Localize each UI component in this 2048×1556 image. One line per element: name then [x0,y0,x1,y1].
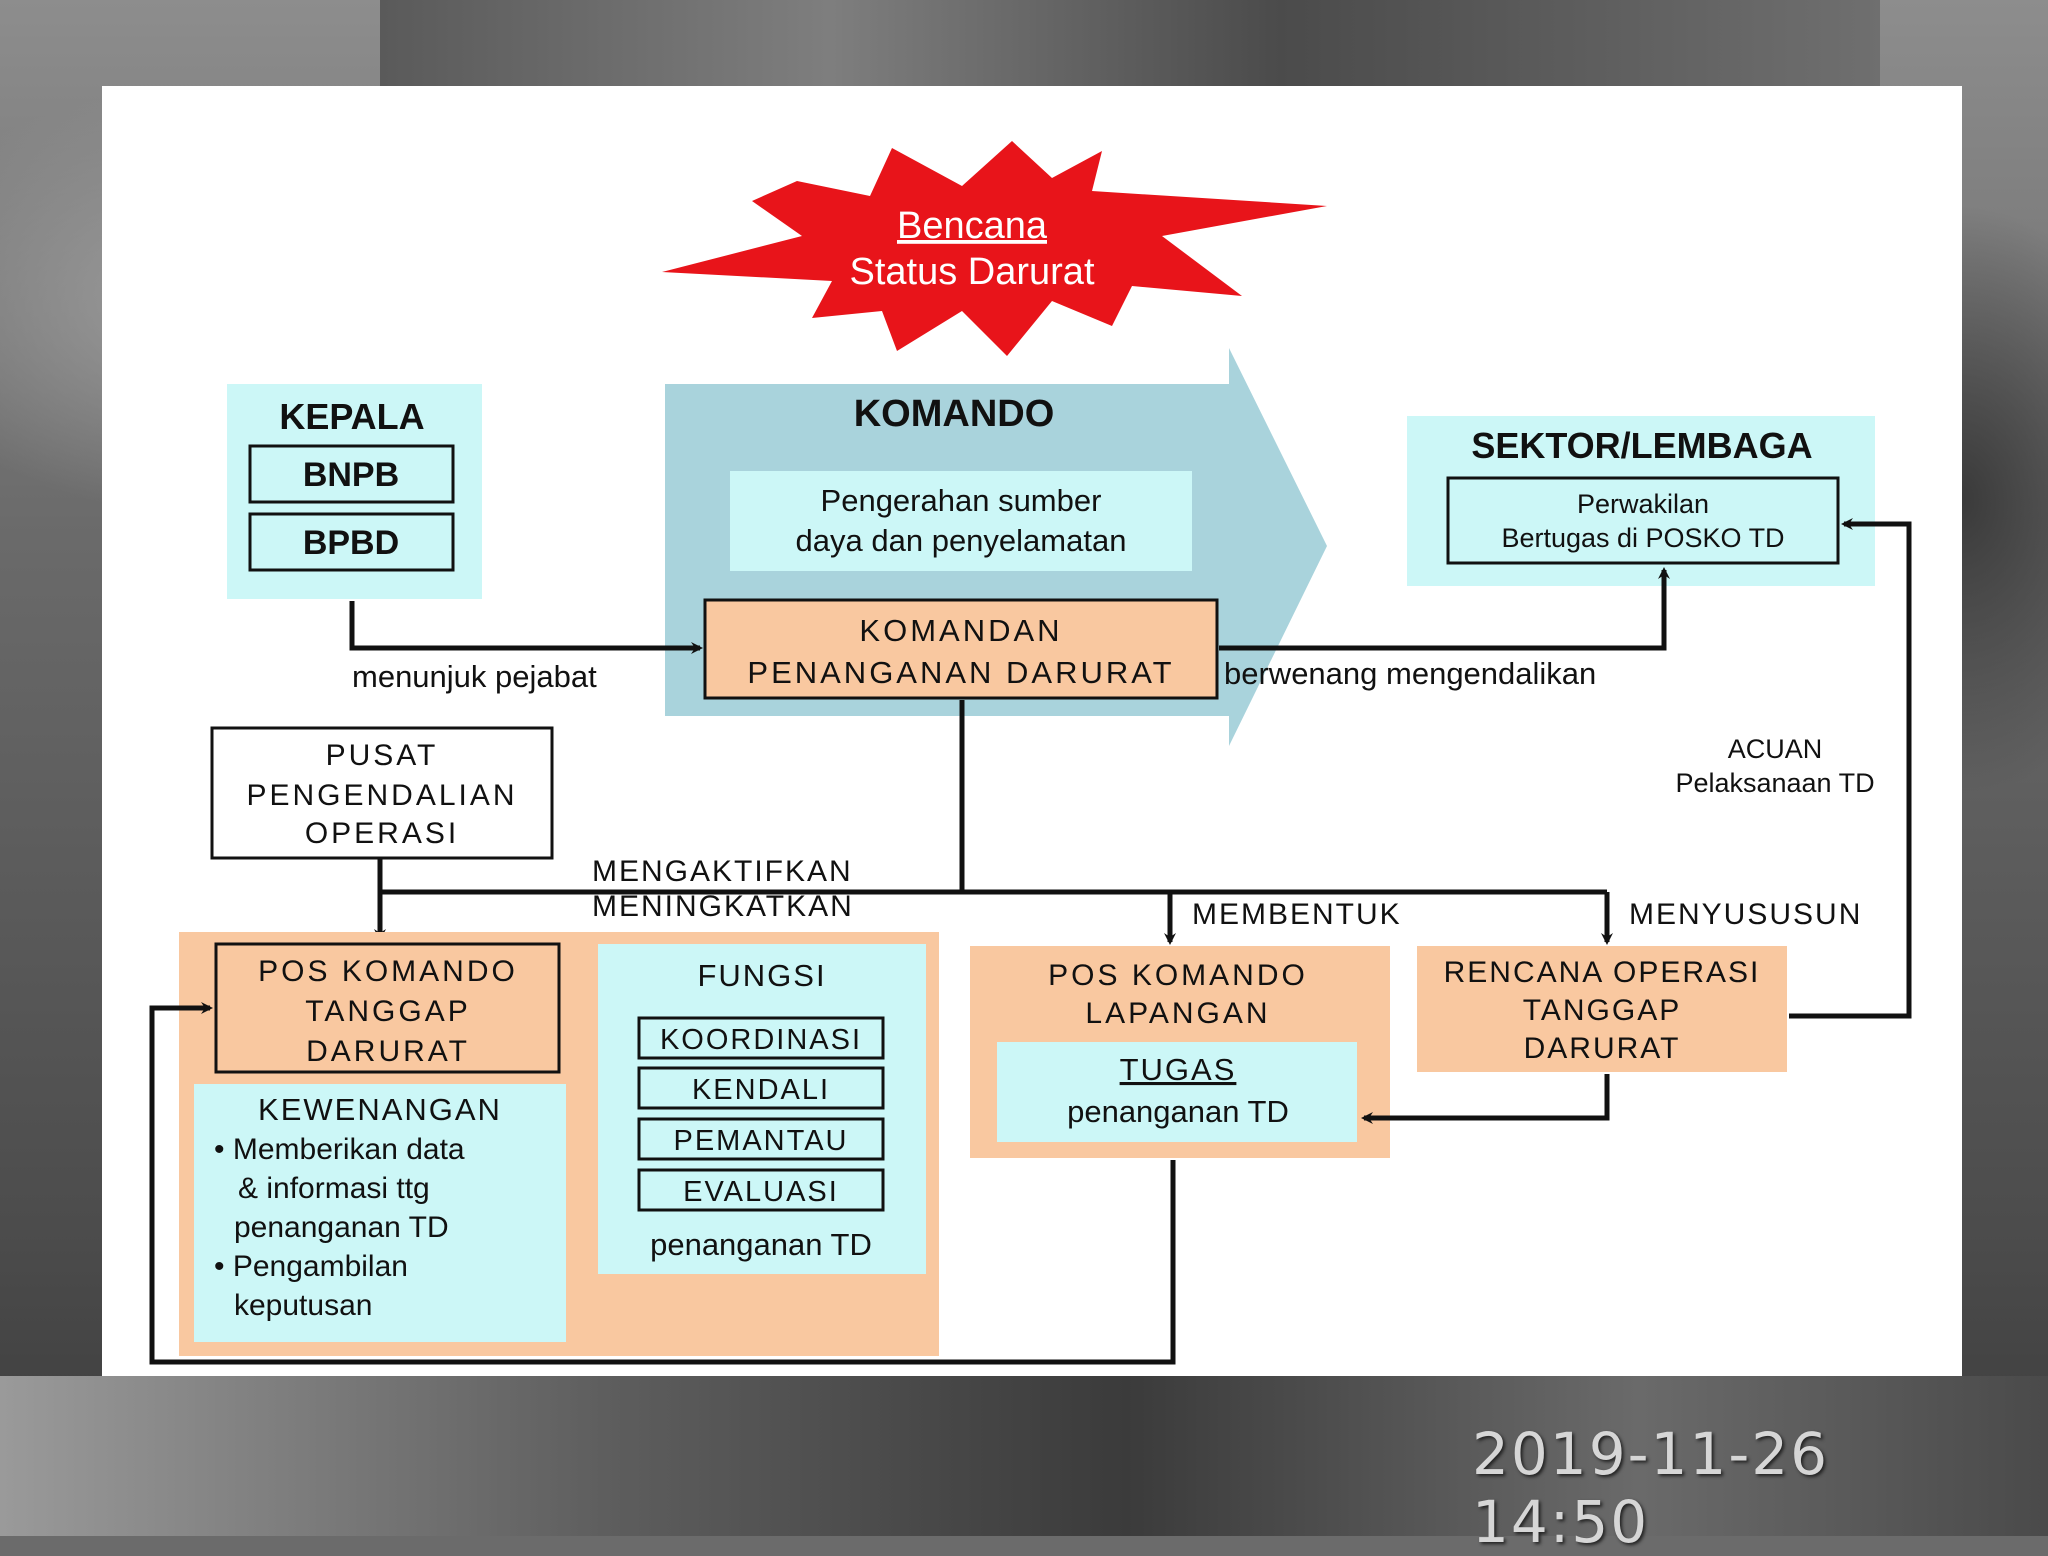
sektor-heading: SEKTOR/LEMBAGA [1471,425,1812,466]
komando-desc-line2: daya dan penyelamatan [796,523,1127,558]
bencana-burst: Bencana Status Darurat [662,141,1327,356]
arrow-rencana-to-sektor [1789,518,1912,1019]
komando-desc-box [730,471,1192,571]
fungsi-item-box [637,1016,885,1060]
label-acuan-line1: ACUAN [1728,734,1823,764]
sektor-inner-box [1446,476,1840,565]
rencana-line3: DARURAT [1524,1032,1681,1065]
kewenangan-line: penanganan TD [234,1211,449,1244]
pos-lapangan-line2: LAPANGAN [1085,997,1270,1030]
label-membentuk: MEMBENTUK [1192,898,1402,931]
rencana-line2: TANGGAP [1523,994,1681,1027]
fungsi-heading: FUNGSI [697,958,826,993]
command-structure-diagram: Bencana Status Darurat KEPALA BNPB BPBD … [149,141,1912,1365]
kewenangan-line: • Memberikan data [214,1133,465,1166]
label-berwenang: berwenang mengendalikan [1224,656,1596,691]
label-menunjuk: menunjuk pejabat [352,659,597,694]
pusat-line1: PUSAT [326,739,439,772]
label-acuan-line2: Pelaksanaan TD [1675,768,1874,798]
pos-lapangan-line1: POS KOMANDO [1048,959,1308,992]
kewenangan-heading: KEWENANGAN [258,1092,502,1127]
kewenangan-line: keputusan [234,1289,372,1322]
bnpb-box [248,444,455,504]
kepala-group: KEPALA BNPB BPBD [227,384,482,599]
fungsi-item-box [637,1117,885,1161]
arrow-komandan-to-sektor [1219,567,1670,651]
tugas-sub: penanganan TD [1067,1094,1289,1129]
tugas-heading: TUGAS [1120,1052,1237,1087]
bpbd-label: BPBD [303,524,399,562]
arrow-lapangan-to-pos-td [149,1002,1176,1365]
sektor-group: SEKTOR/LEMBAGA Perwakilan Bertugas di PO… [1407,416,1875,586]
pos-td-box [214,942,561,1074]
burst-title-line2: Status Darurat [850,251,1095,293]
background-table [0,1376,2048,1536]
label-meningkatkan: MENINGKATKAN [592,890,854,923]
komandan-line1: KOMANDAN [859,613,1062,648]
pusat-line3: OPERASI [305,817,459,850]
fungsi-item-box [637,1066,885,1110]
fungsi-item-kendali: KENDALI [692,1074,830,1106]
fungsi-footer: penanganan TD [650,1227,872,1262]
tugas-box [997,1042,1357,1142]
camera-timestamp: 2019-11-26 14:50 [1472,1420,1830,1556]
komandan-box [703,598,1219,700]
bpbd-box [248,512,455,572]
kepala-heading: KEPALA [279,396,424,437]
fungsi-item-pemantau: PEMANTAU [674,1125,849,1157]
komandan-line2: PENANGANAN DARURAT [747,655,1174,690]
pusat-line2: PENGENDALIAN [246,779,517,812]
arrow-rencana-to-tugas [1361,1074,1610,1124]
sektor-line1: Perwakilan [1577,489,1709,519]
burst-title-line1: Bencana [897,205,1048,247]
pos-td-line1: POS KOMANDO [258,955,518,988]
kewenangan-box [194,1084,566,1342]
arrow-kepala-to-komandan [349,601,703,654]
kewenangan-line: • Pengambilan [214,1250,408,1283]
kewenangan-line: & informasi ttg [238,1172,430,1205]
background-wall [380,0,1880,86]
pos-td-line3: DARURAT [306,1035,470,1068]
fungsi-item-evaluasi: EVALUASI [683,1176,839,1208]
bnpb-label: BNPB [303,456,399,494]
rencana-line1: RENCANA OPERASI [1444,956,1761,989]
label-menyusun: MENYUSUSUN [1629,898,1862,931]
pos-td-line2: TANGGAP [305,995,470,1028]
pusat-box [210,726,554,860]
slide: Bencana Status Darurat KEPALA BNPB BPBD … [102,86,1962,1376]
fungsi-item-box [637,1168,885,1212]
fungsi-item-koordinasi: KOORDINASI [660,1024,862,1056]
rencana-box [1417,946,1787,1072]
sektor-line2: Bertugas di POSKO TD [1501,523,1784,553]
label-mengaktifkan: MENGAKTIFKAN [592,855,853,888]
komando-desc-line1: Pengerahan sumber [821,483,1102,518]
komando-heading: KOMANDO [854,393,1055,435]
